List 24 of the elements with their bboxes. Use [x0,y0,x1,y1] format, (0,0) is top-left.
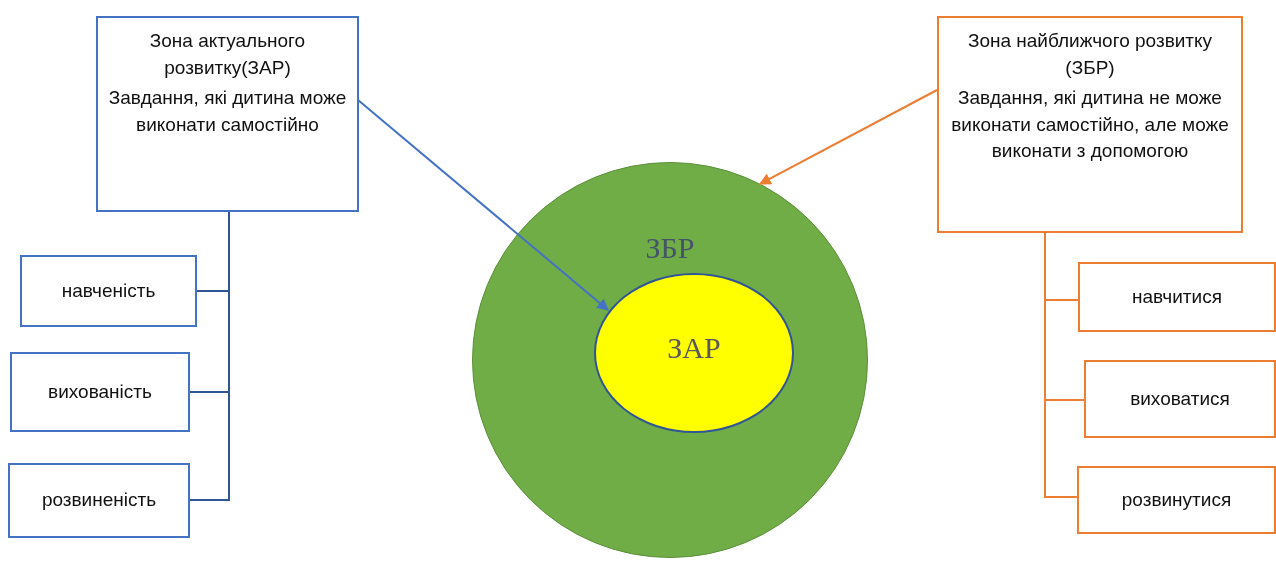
outcome-label: вихованість [48,379,152,404]
outcome-label: навчитися [1132,284,1222,309]
connector-line [189,211,230,501]
outcome-box [20,255,197,327]
arrow [357,99,609,311]
outcome-label: розвинутися [1121,487,1232,512]
zone-box [937,16,1243,233]
zone-title: Зона найближчого розвитку (ЗБР) [966,29,1214,80]
outcome-box [1084,360,1276,438]
zone-title: Зона актуального розвитку(ЗАР) [148,29,307,80]
zone-label: ЗАР [667,331,721,365]
outcome-label: розвиненість [41,488,157,513]
connector-line [1044,232,1078,498]
outcome-box [1077,466,1276,534]
zone-label: ЗБР [645,231,695,265]
arrow [758,89,938,185]
zone-description: Завдання, які дитина може виконати самостійно [107,86,348,137]
outcome-label: навченість [61,278,156,303]
outcome-label: виховатися [1130,386,1230,411]
outcome-box [1078,262,1276,332]
outcome-box [8,463,190,538]
zone-description: Завдання, які дитина не може виконати самостійно, але може виконати з допомогою [950,86,1230,164]
zone-box [96,16,359,212]
outcome-box [10,352,190,432]
